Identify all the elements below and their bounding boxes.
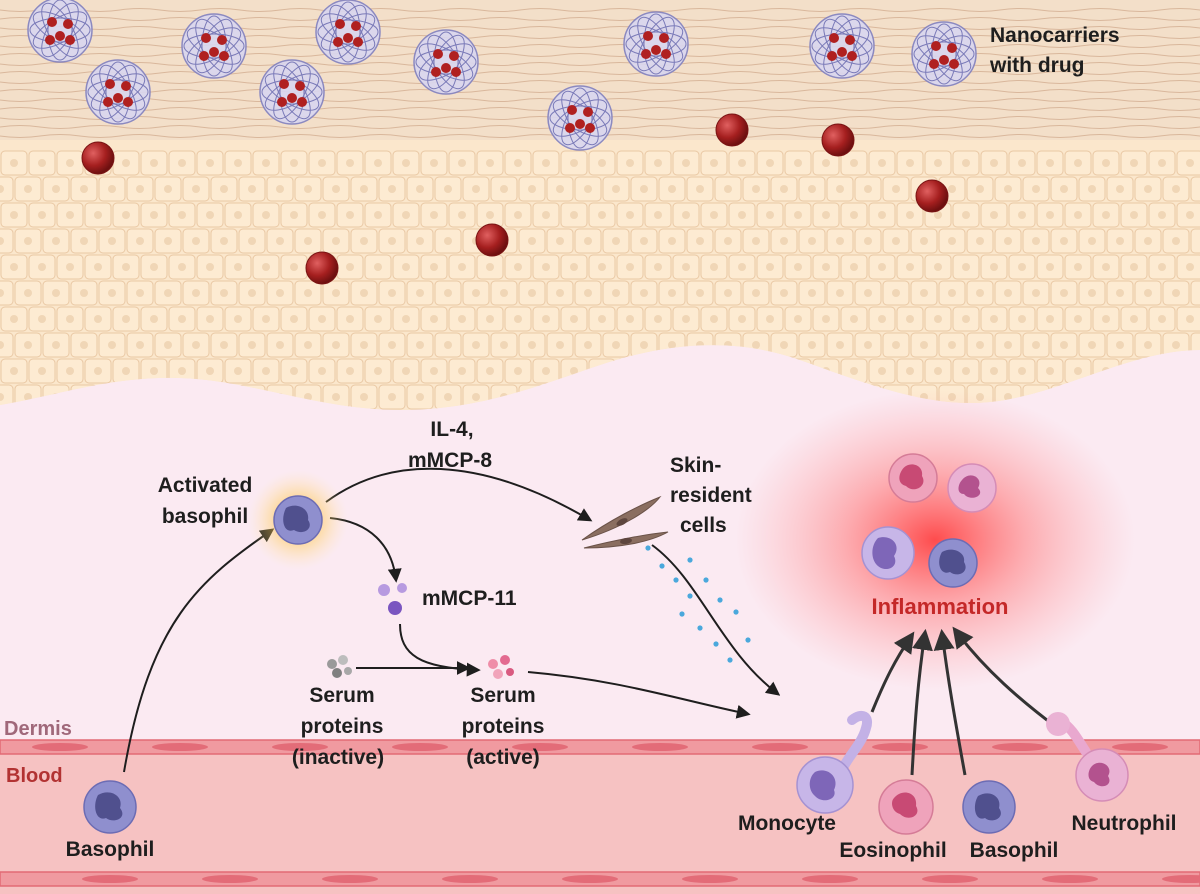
mmcp11-icon xyxy=(378,583,407,615)
inflammation-cell-cluster xyxy=(861,453,997,588)
arrow-eosinophil-recruitment xyxy=(910,628,933,776)
secreted-mediators xyxy=(645,545,751,663)
neutrophil-icon xyxy=(947,463,997,513)
arrow-basophil-activation xyxy=(123,528,275,773)
blood-vessel xyxy=(0,742,1200,894)
arrow-skin-cells-to-inflammation xyxy=(651,544,781,696)
inflammation-label: Inflammation xyxy=(872,594,1009,619)
serum-active-label: Serum xyxy=(470,684,535,707)
il4-label-2: mMCP-8 xyxy=(408,449,492,472)
arrow-monocyte-recruitment xyxy=(870,631,915,713)
serum-active-label-3: (active) xyxy=(466,746,540,769)
skin-resident-label-3: cells xyxy=(680,514,727,537)
drug-particles xyxy=(81,113,949,285)
serum-inactive-label-3: (inactive) xyxy=(292,746,384,769)
vessel-endothelial-nuclei xyxy=(32,743,1200,883)
inflammation-glow xyxy=(735,390,1135,690)
dermis-label: Dermis xyxy=(4,718,72,740)
blood-label: Blood xyxy=(6,765,63,787)
nanocarriers-label-2: with drug xyxy=(989,54,1084,77)
arrow-basophil-recruitment xyxy=(933,628,967,776)
serum-inactive-label-2: proteins xyxy=(301,715,384,738)
basophil-icon xyxy=(928,538,978,588)
skin-resident-cell-icon xyxy=(581,495,669,549)
serum-active-label-2: proteins xyxy=(462,715,545,738)
il4-label: IL-4, xyxy=(430,418,473,441)
monocyte-label: Monocyte xyxy=(738,812,836,835)
serum-protein-icon xyxy=(327,655,352,678)
eosinophil-icon xyxy=(878,779,934,835)
monocyte-icon xyxy=(861,526,915,580)
basophil-blood-label: Basophil xyxy=(66,838,155,861)
mmcp11-label: mMCP-11 xyxy=(422,587,517,610)
basophil-icon xyxy=(962,780,1016,834)
basophil-recruited-label: Basophil xyxy=(970,839,1059,862)
neutrophil-icon xyxy=(1046,712,1129,802)
pathway-arrows xyxy=(123,467,781,773)
serum-protein-active-icon xyxy=(488,655,514,679)
arrow-active-proteins-to-inflammation xyxy=(527,671,751,719)
eosinophil-icon xyxy=(888,453,938,503)
eosinophil-label: Eosinophil xyxy=(839,839,946,862)
skin-resident-label: Skin- xyxy=(670,454,721,477)
skin-resident-label-2: resident xyxy=(670,484,752,507)
nanocarriers-label: Nanocarriers xyxy=(990,24,1120,47)
basophil-icon xyxy=(273,495,323,545)
epidermis-cells xyxy=(0,150,1200,410)
recruitment-arrows xyxy=(870,626,1061,776)
nanocarriers xyxy=(27,0,977,151)
activated-basophil-label-2: basophil xyxy=(162,505,248,528)
stratum-corneum-lines xyxy=(0,8,1200,138)
activated-basophil-label: Activated xyxy=(158,474,253,497)
arrow-to-skin-resident-cells xyxy=(325,467,593,522)
basophil-icon xyxy=(83,780,137,834)
serum-inactive-label: Serum xyxy=(309,684,374,707)
monocyte-icon xyxy=(796,710,872,814)
arrow-neutrophil-recruitment xyxy=(952,626,1061,732)
labels: Nanocarriers with drug IL-4, mMCP-8 Acti… xyxy=(4,24,1177,862)
neutrophil-label: Neutrophil xyxy=(1072,812,1177,835)
